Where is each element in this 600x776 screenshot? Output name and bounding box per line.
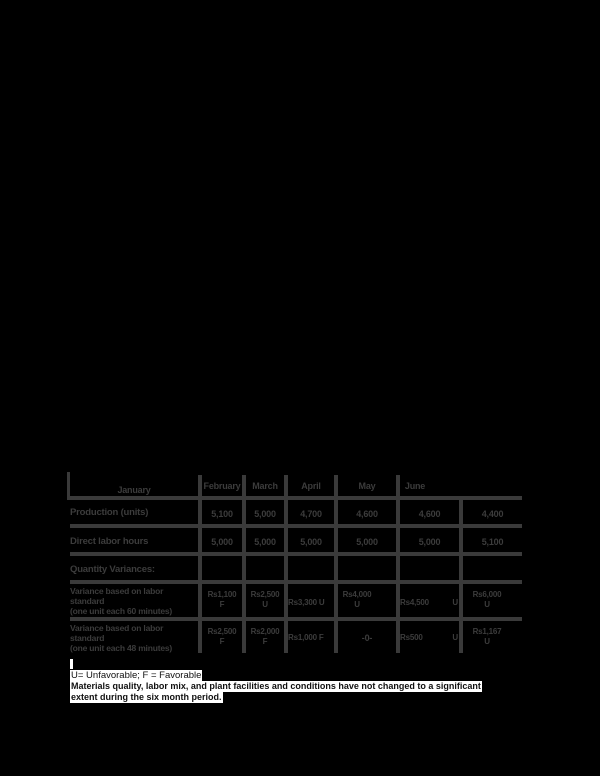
label-line: (one unit each 48 minutes) [70,643,173,653]
table-cell: 4,600 [418,509,441,519]
row-label-variance-60: Variance based on labor standard (one un… [70,586,172,616]
table-cell: Rs500 U [400,633,458,642]
header-january: January [117,485,151,495]
table-cell: 5,000 [254,509,276,519]
rule-row4-bottom [70,617,522,621]
footnote-line-1: Materials quality, labor mix, and plant … [70,681,482,692]
legend-note: U= Unfavorable; F = Favorable [70,670,203,681]
rule-col5 [396,475,400,653]
table-cell: Rs1,167 U [472,627,502,646]
table-cell: Rs2,000 F [250,627,280,646]
rule-col2 [242,475,246,653]
table-cell: 5,100 [481,537,504,547]
label-line: (one unit each 60 minutes) [70,606,173,616]
rule-header-bottom [70,496,522,500]
rule-left [67,472,70,500]
header-month: February [203,481,241,491]
table-cell: 4,400 [481,509,504,519]
row-label-direct-labor-hours: Direct labor hours [70,536,149,547]
rule-col1 [198,475,202,653]
cursor-marker [70,659,73,669]
rule-col3 [284,475,288,653]
table-cell: Rs4,000 U [342,590,372,609]
header-month: March [252,481,278,491]
header-month: May [358,481,376,491]
row-label-quantity-variances: Quantity Variances: [70,564,155,575]
label-line: standard [70,596,105,606]
table-cell: 5,100 [211,509,233,519]
label-line: Variance based on labor [70,623,164,633]
label-line: Variance based on labor [70,586,164,596]
table-cell: 4,700 [300,509,322,519]
rule-row1-bottom [70,524,522,528]
table-cell: Rs2,500 F [207,627,237,646]
table-cell: Rs2,500 U [250,590,280,609]
footnote-line-2: extent during the six month period. [70,692,223,703]
rule-row2-bottom [70,552,522,556]
table-cell: Rs1,100 F [207,590,237,609]
table-cell: Rs6,000 U [472,590,502,609]
table-cell: Rs1,000 F [288,633,324,642]
rule-col4 [334,475,338,653]
table-cell: 5,000 [300,537,322,547]
table-cell: -0- [361,633,373,643]
row-label-production: Production (units) [70,507,149,518]
table-cell: 5,000 [254,537,276,547]
header-month: June [404,481,426,491]
table-cell: 5,000 [356,537,378,547]
table-cell: 5,000 [418,537,441,547]
rule-row3-bottom [70,580,522,584]
table-cell: 5,000 [211,537,233,547]
row-label-variance-48: Variance based on labor standard (one un… [70,623,172,653]
label-line: standard [70,633,105,643]
table-cell: Rs4,500 U [400,598,458,607]
table-cell: Rs3,300 U [288,598,325,607]
header-month: April [301,481,321,491]
table-cell: 4,600 [356,509,378,519]
rule-col6 [459,498,463,653]
